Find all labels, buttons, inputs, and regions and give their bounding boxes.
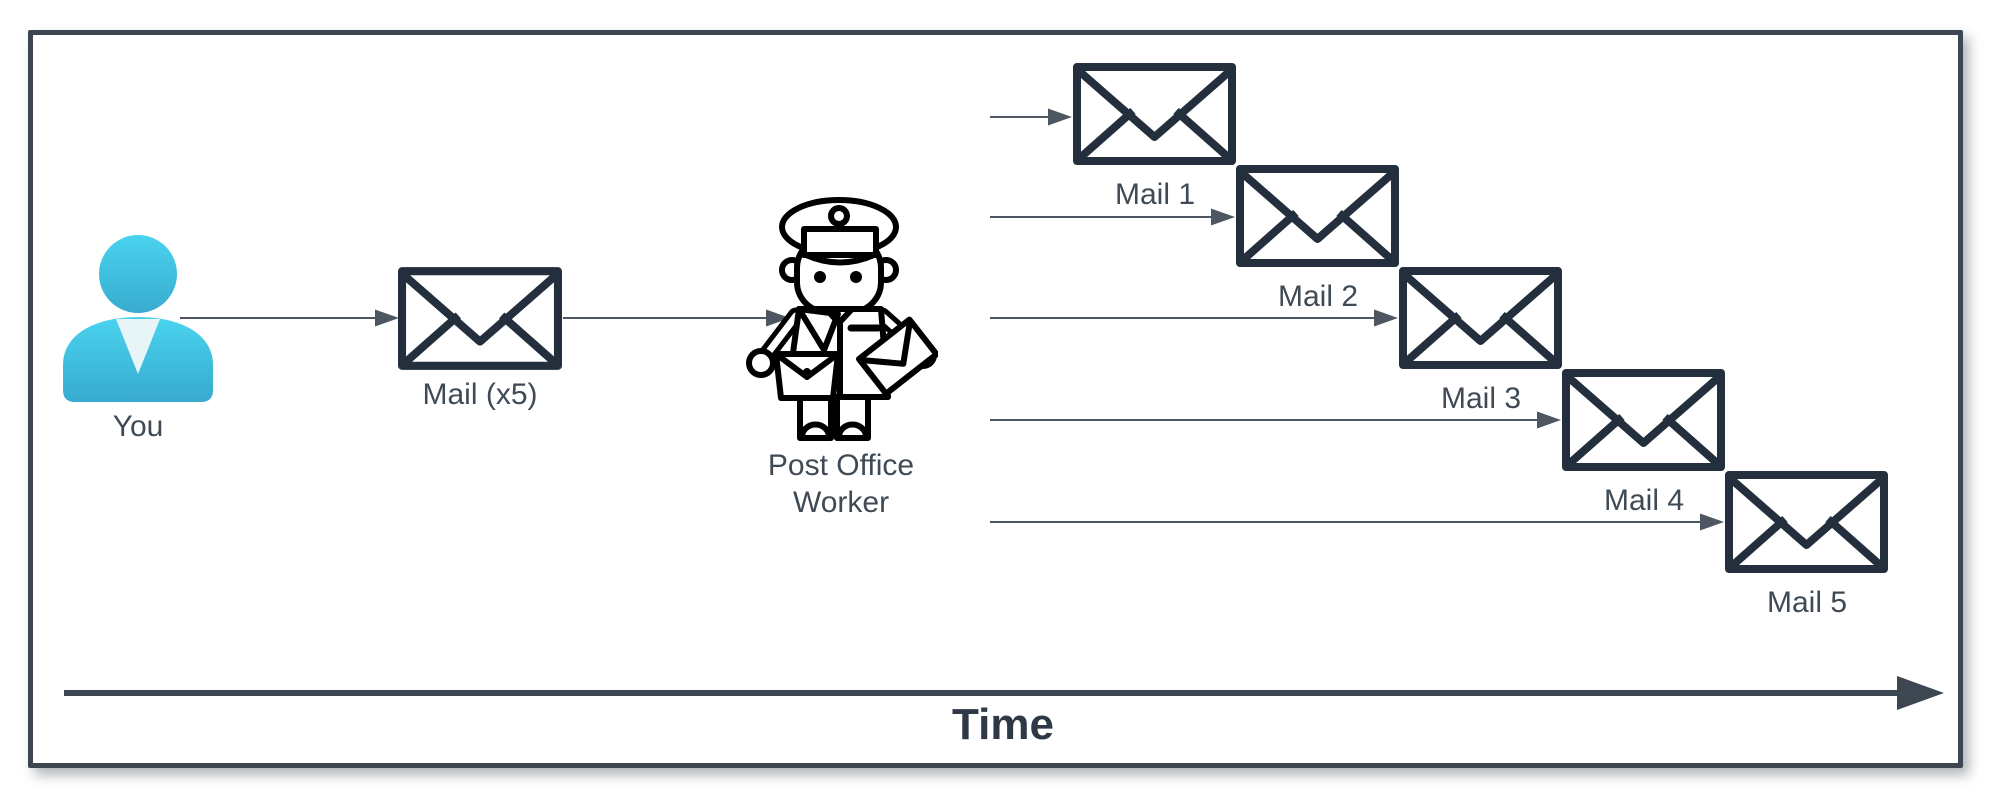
mail-1-label: Mail 1	[1114, 178, 1196, 211]
arrow-worker-to-mail-4	[990, 411, 1561, 429]
mail-batch-label: Mail (x5)	[422, 378, 538, 411]
arrow-worker-to-mail-2	[990, 208, 1235, 226]
arrow-you-to-mail-batch	[180, 309, 399, 327]
mail-2-label: Mail 2	[1277, 280, 1359, 313]
mail-3-label: Mail 3	[1440, 382, 1522, 415]
envelope-icon-mail-3	[1399, 267, 1562, 369]
mail-carrier-icon	[746, 197, 938, 441]
time-axis-label: Time	[952, 700, 1054, 749]
envelope-icon-mail-batch	[398, 267, 562, 370]
mail-4-label: Mail 4	[1603, 484, 1685, 517]
arrow-worker-to-mail-5	[990, 513, 1724, 531]
you-label: You	[112, 410, 164, 443]
envelope-icon-mail-2	[1236, 165, 1399, 267]
arrow-worker-to-mail-1	[990, 108, 1072, 126]
person-icon	[63, 235, 213, 402]
arrow-worker-to-mail-3	[990, 309, 1398, 327]
post-office-worker-label: Post Office Worker	[767, 449, 915, 519]
diagram-border	[28, 30, 1963, 768]
mail-5-label: Mail 5	[1766, 586, 1848, 619]
envelope-icon-mail-4	[1562, 369, 1725, 471]
arrow-mail-batch-to-worker	[563, 309, 790, 327]
envelope-icon-mail-5	[1725, 471, 1888, 573]
time-axis-arrow	[64, 676, 1944, 710]
envelope-icon-mail-1	[1073, 63, 1236, 165]
